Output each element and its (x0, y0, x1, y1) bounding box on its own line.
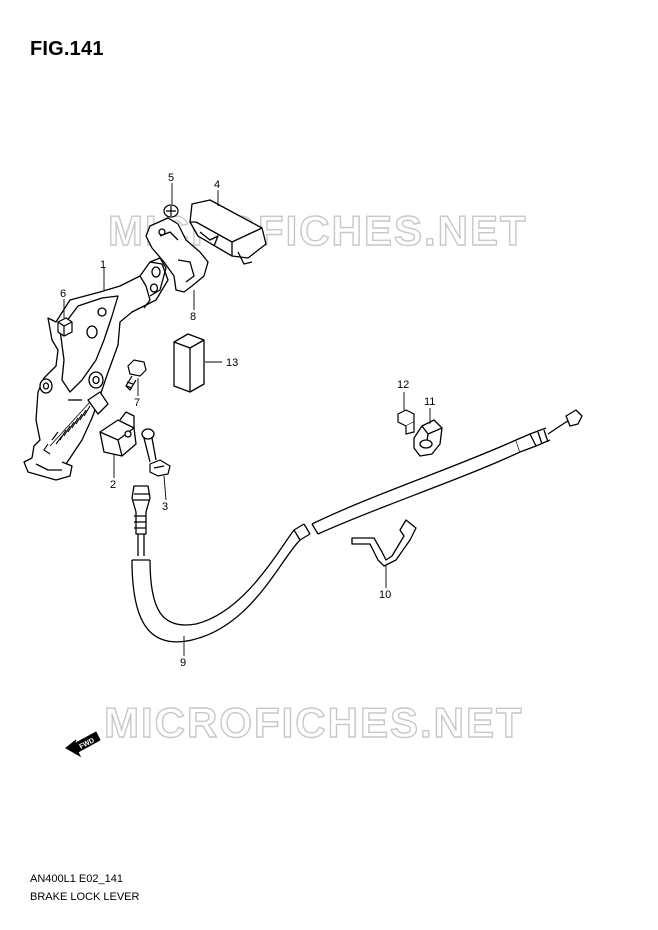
screw-5 (163, 204, 179, 218)
callout-9: 9 (180, 657, 186, 669)
callout-1: 1 (100, 259, 106, 271)
watermark-bottom: MICROFICHES.NET (104, 699, 524, 746)
figure-title: FIG.141 (30, 38, 104, 60)
forward-direction-arrow: FWD (65, 731, 101, 758)
callout-5: 5 (168, 172, 174, 184)
figure-code: AN400L1 E02_141 (30, 873, 123, 885)
leader-lines (63, 183, 431, 656)
callout-3: 3 (162, 501, 168, 513)
lever-bracket-assembly (23, 257, 169, 481)
callout-11: 11 (424, 396, 435, 408)
callout-6: 6 (60, 288, 66, 300)
callout-7: 7 (134, 397, 140, 409)
fwd-label: FWD (78, 737, 95, 751)
bolt-12 (397, 409, 415, 435)
screw-3 (149, 459, 171, 477)
block-13 (173, 333, 205, 393)
callout-labels: 1 2 3 4 5 6 7 8 9 10 11 12 13 (60, 172, 435, 669)
return-spring (43, 401, 91, 455)
lock-pad-4 (189, 199, 267, 265)
bolt-7 (125, 359, 147, 391)
nut-6 (57, 317, 73, 337)
callout-13: 13 (226, 357, 238, 369)
clamp-wire-10 (351, 519, 417, 567)
callout-12: 12 (397, 379, 409, 391)
callout-4: 4 (214, 179, 220, 191)
cable-clamp-11 (413, 419, 443, 457)
figure-name: BRAKE LOCK LEVER (30, 891, 140, 903)
switch-2 (99, 411, 157, 463)
brake-cable-9 (131, 409, 583, 643)
lock-bracket-8 (145, 217, 209, 293)
callout-8: 8 (190, 311, 196, 323)
callout-2: 2 (110, 479, 116, 491)
callout-10: 10 (379, 589, 391, 601)
